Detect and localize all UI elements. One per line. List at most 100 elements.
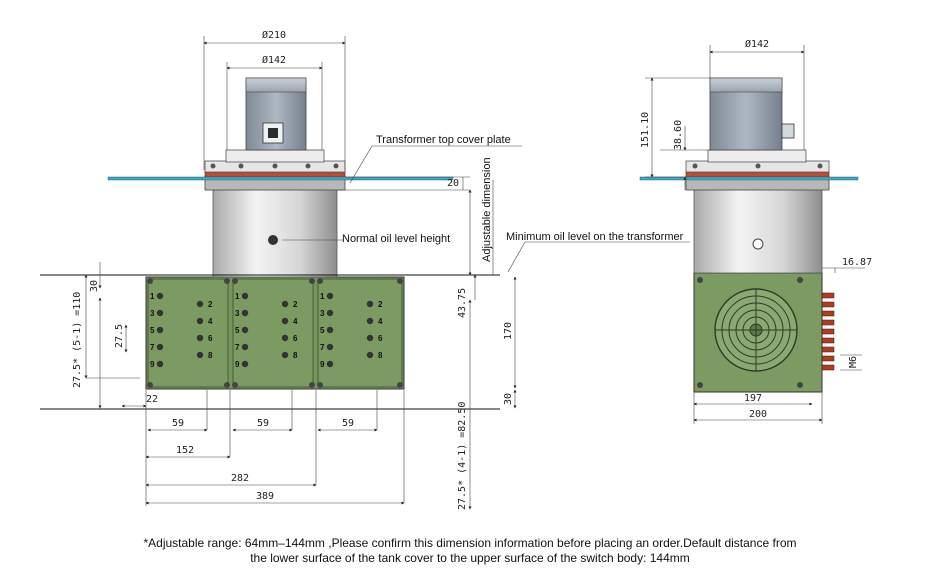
terminal-label: 6: [378, 334, 383, 343]
terminal-label: 9: [320, 360, 325, 369]
terminal-odd: [241, 360, 249, 368]
terminal-label: 9: [150, 360, 155, 369]
dim-22: 22: [146, 394, 158, 405]
terminal-even: [366, 351, 374, 359]
side-terminal-stud: [821, 301, 835, 308]
dim-30-bottom: 30: [503, 393, 514, 405]
side-terminal-stud: [821, 310, 835, 317]
footnote-line-2: the lower surface of the tank cover to t…: [250, 551, 690, 565]
dim-197: 197: [744, 393, 762, 404]
terminal-odd: [156, 292, 164, 300]
label-minimum-oil-level: Minimum oil level on the transformer: [506, 231, 684, 243]
dim-151-10: 151.10: [640, 112, 651, 148]
terminal-even: [196, 334, 204, 342]
terminal-odd: [326, 326, 334, 334]
terminal-label: 4: [378, 317, 383, 326]
label-normal-oil-level: Normal oil level height: [342, 233, 450, 245]
dim-59-b: 59: [257, 418, 269, 429]
dim-43-75: 43.75: [457, 288, 468, 318]
dim-389: 389: [256, 491, 274, 502]
terminal-even: [281, 300, 289, 308]
dim-282: 282: [231, 473, 249, 484]
side-terminal-stud: [821, 364, 835, 371]
terminal-label: 7: [320, 343, 325, 352]
dim-16-87: 16.87: [842, 257, 872, 268]
terminal-odd: [241, 326, 249, 334]
dim-adjustable: Adjustable dimension: [481, 157, 493, 262]
side-terminal-stud: [821, 355, 835, 362]
terminal-even: [366, 300, 374, 308]
tank-cylinder: [212, 187, 338, 278]
terminal-odd: [326, 360, 334, 368]
dim-m6: M6: [848, 356, 859, 368]
terminal-even: [281, 334, 289, 342]
terminal-odd: [326, 309, 334, 317]
terminal-label: 2: [208, 300, 213, 309]
dim-phi-142-front: Ø142: [262, 54, 286, 66]
dim-phi-142-side: Ø142: [745, 38, 769, 50]
dim-20: 20: [447, 178, 459, 189]
terminal-label: 1: [235, 292, 240, 301]
footnote-line-1: *Adjustable range: 64mm–144mm ,Please co…: [143, 536, 797, 550]
terminal-even: [196, 351, 204, 359]
terminal-odd: [156, 343, 164, 351]
terminal-even: [196, 317, 204, 325]
dim-59-a: 59: [172, 418, 184, 429]
terminal-label: 8: [378, 351, 383, 360]
dim-170: 170: [503, 322, 514, 340]
terminal-label: 1: [150, 292, 155, 301]
terminal-label: 6: [293, 334, 298, 343]
front-dimension-labels: Ø210 Ø142 20 Adjustable dimension 30 27.…: [72, 29, 514, 510]
terminal-label: 6: [208, 334, 213, 343]
dim-152: 152: [176, 445, 194, 456]
dim-27-5: 27.5: [114, 324, 125, 348]
terminal-label: 7: [150, 343, 155, 352]
terminal-label: 3: [320, 309, 325, 318]
terminal-label: 2: [293, 300, 298, 309]
side-terminal-stud: [821, 337, 835, 344]
terminal-label: 3: [235, 309, 240, 318]
terminal-even: [366, 317, 374, 325]
side-terminal-stud: [821, 292, 835, 299]
footnote: *Adjustable range: 64mm–144mm ,Please co…: [0, 536, 940, 566]
terminal-even: [196, 300, 204, 308]
dim-30-top: 30: [89, 280, 100, 292]
terminal-odd: [156, 326, 164, 334]
terminal-even: [281, 351, 289, 359]
dim-phi-210: Ø210: [262, 29, 286, 41]
top-cover-plate: [107, 176, 454, 181]
terminal-label: 1: [320, 292, 325, 301]
terminal-label: 5: [150, 326, 155, 335]
terminal-even: [366, 334, 374, 342]
dim-59-c: 59: [342, 418, 354, 429]
dim-38-60: 38.60: [673, 120, 684, 150]
terminal-label: 7: [235, 343, 240, 352]
terminal-odd: [241, 309, 249, 317]
terminal-odd: [241, 292, 249, 300]
side-terminal-stud: [821, 319, 835, 326]
terminal-label: 5: [320, 326, 325, 335]
dim-110: 27.5* (5-1) =110: [72, 292, 83, 388]
cooling-fan: [714, 288, 798, 372]
side-terminal-stud: [821, 346, 835, 353]
side-view: Ø142 151.10 38.60 16.87 M6 197 200: [639, 38, 872, 424]
terminal-label: 8: [293, 351, 298, 360]
terminal-label: 4: [208, 317, 213, 326]
label-top-cover-plate: Transformer top cover plate: [376, 134, 511, 146]
terminal-odd: [241, 343, 249, 351]
dim-200: 200: [749, 409, 767, 420]
terminal-odd: [156, 309, 164, 317]
side-terminal-stud: [821, 328, 835, 335]
terminal-label: 9: [235, 360, 240, 369]
terminal-label: 4: [293, 317, 298, 326]
terminal-odd: [326, 343, 334, 351]
terminal-label: 3: [150, 309, 155, 318]
terminal-label: 8: [208, 351, 213, 360]
terminal-even: [281, 317, 289, 325]
terminal-odd: [156, 360, 164, 368]
terminal-label: 5: [235, 326, 240, 335]
side-tank-cylinder: [693, 187, 823, 274]
